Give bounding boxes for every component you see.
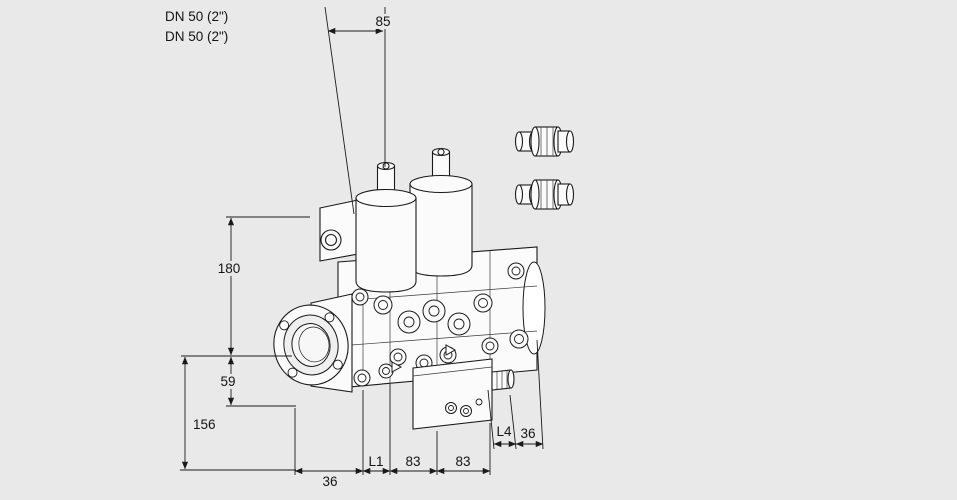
label-dn50-line2: DN 50 (2") <box>165 29 228 44</box>
dim-180-label: 180 <box>218 261 241 276</box>
pipe-fitting-upper <box>514 126 575 157</box>
body-bolt-circles <box>351 262 529 387</box>
dim-83-left-label: 83 <box>405 454 420 469</box>
dim-l4-label: L4 <box>496 424 512 439</box>
dimension-right-chain: L4 36 <box>487 339 544 450</box>
outlet-flange-edge <box>522 261 546 355</box>
dimension-bottom-chain: 36 L1 83 83 <box>294 384 491 489</box>
mounting-bracket <box>319 199 359 262</box>
dimension-59: 59 <box>214 356 296 407</box>
valve-assembly <box>273 126 575 430</box>
solenoid-coil-left <box>355 161 417 293</box>
dim-156-label: 156 <box>193 417 216 432</box>
dim-59-label: 59 <box>220 374 235 389</box>
label-dn50-line1: DN 50 (2") <box>165 9 228 24</box>
dim-83-right-label: 83 <box>455 454 470 469</box>
solenoid-coil-right <box>409 147 473 277</box>
dimension-156: 156 <box>180 356 296 471</box>
dimensions: 85 180 59 156 <box>180 6 544 489</box>
inlet-flange <box>273 293 353 393</box>
dimension-180: 180 <box>181 216 310 357</box>
dim-85-label: 85 <box>375 14 390 29</box>
actuator-unit <box>412 358 515 430</box>
dim-36-right-label: 36 <box>520 426 535 441</box>
flow-direction-arrows <box>391 344 457 373</box>
dim-l1-label: L1 <box>368 454 383 469</box>
dim-36-bottom-label: 36 <box>322 474 337 489</box>
pipe-fitting-lower <box>514 179 575 210</box>
actuator-nipple <box>491 369 515 391</box>
dimension-85: 85 <box>324 6 397 215</box>
